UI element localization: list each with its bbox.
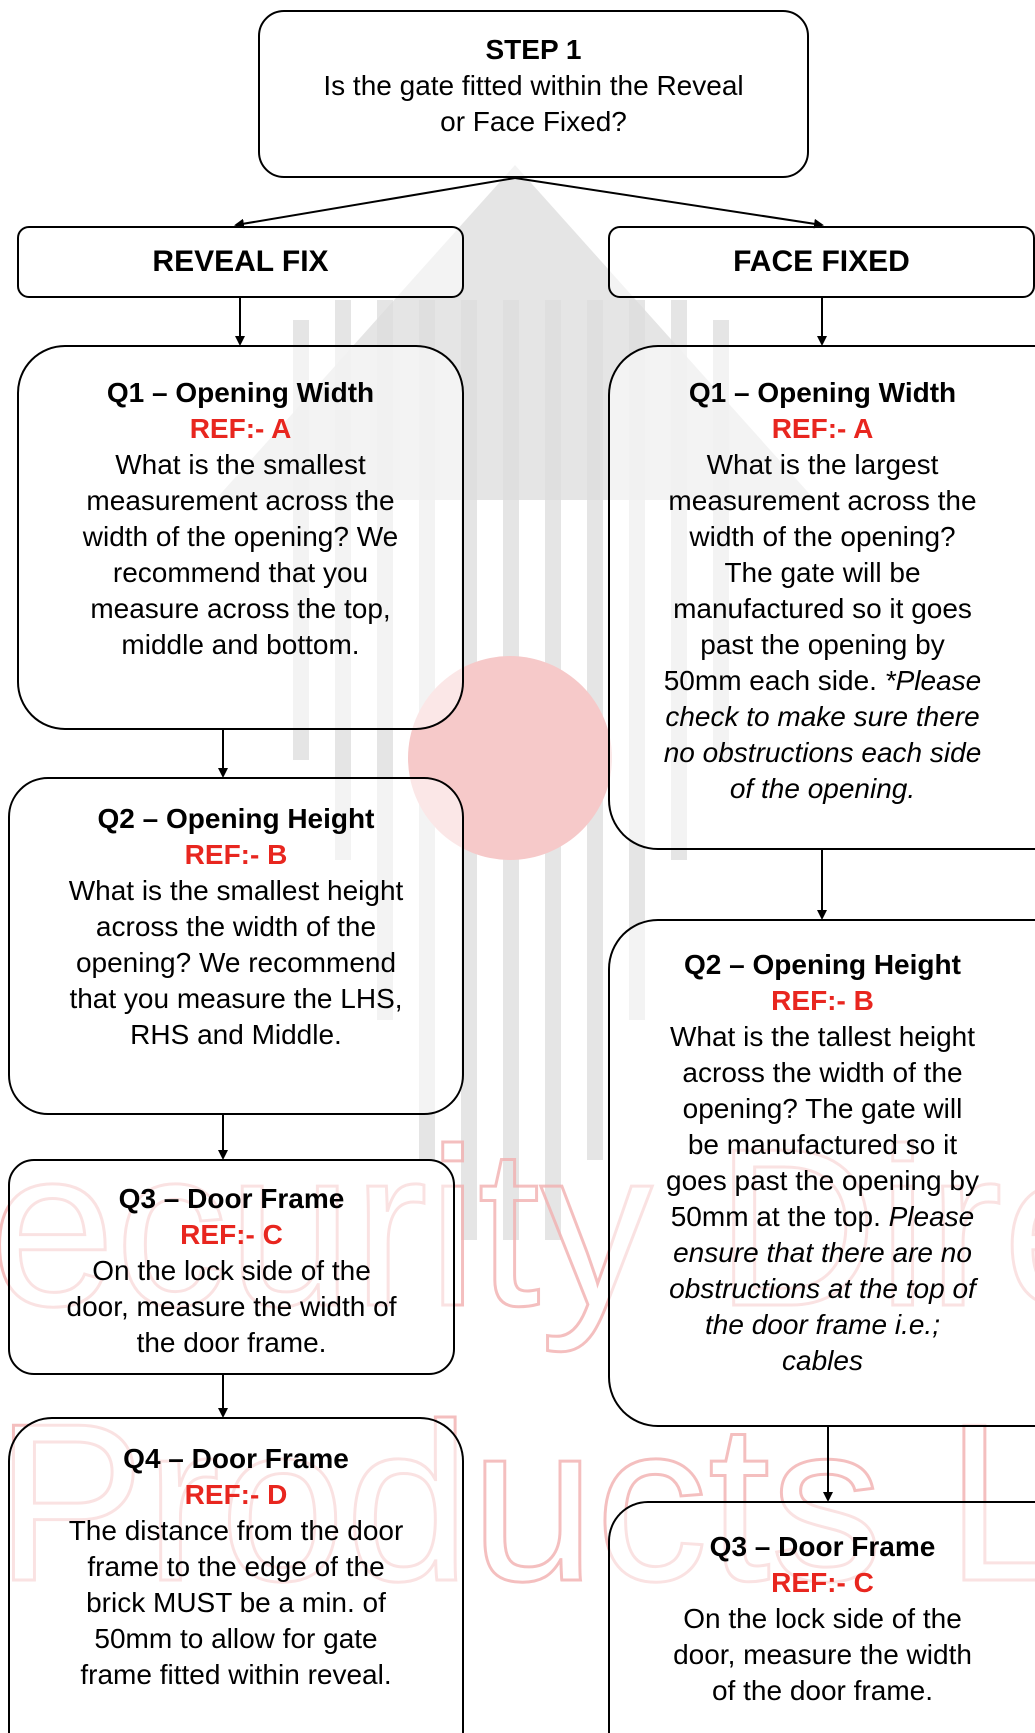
- right-q1-box: Q1 – Opening Width REF:- A What is the l…: [608, 345, 1035, 850]
- left-q2-box: Q2 – Opening Height REF:- B What is the …: [8, 777, 464, 1115]
- right-q2-box: Q2 – Opening Height REF:- B What is the …: [608, 919, 1035, 1427]
- left-q1-line: recommend that you: [112, 557, 369, 588]
- face-fixed-header: FACE FIXED: [608, 226, 1035, 298]
- left-q4-box: Q4 – Door Frame REF:- D The distance fro…: [8, 1417, 464, 1733]
- right-q2-line6: 50mm at the top.: [670, 1201, 889, 1232]
- step1-line2: or Face Fixed?: [440, 106, 627, 137]
- right-q2-ref: REF:- B: [771, 985, 874, 1016]
- left-q1-line: width of the opening? We: [82, 521, 399, 552]
- right-q1-italic-line: check to make sure there: [610, 699, 1035, 735]
- right-q1-line: width of the opening?: [689, 521, 956, 552]
- right-q2-italic-line: ensure that there are no: [610, 1235, 1035, 1271]
- left-q4-line: The distance from the door: [68, 1515, 404, 1546]
- left-q4-line: 50mm to allow for gate: [94, 1623, 378, 1654]
- left-q4-title: Q4 – Door Frame: [123, 1443, 349, 1474]
- left-q4-line: frame fitted within reveal.: [80, 1659, 392, 1690]
- step1-line1: Is the gate fitted within the Reveal: [323, 70, 744, 101]
- right-q1-italic-text: of the opening.: [729, 773, 916, 804]
- left-q4-line: brick MUST be a min. of: [86, 1587, 386, 1618]
- left-q3-title: Q3 – Door Frame: [118, 1183, 345, 1214]
- right-q1-line7-italic: *Please: [884, 665, 982, 696]
- right-q2-line: opening? The gate will: [682, 1093, 963, 1124]
- face-fixed-label: FACE FIXED: [733, 245, 910, 278]
- left-q2-ref: REF:- B: [184, 839, 288, 870]
- right-q2-italic-text: obstructions at the top of: [669, 1273, 976, 1304]
- right-q1-line: What is the largest: [706, 449, 939, 480]
- right-q1-italic-text: no obstructions each side: [663, 737, 982, 768]
- left-q1-ref: REF:- A: [189, 413, 292, 444]
- left-q1-title: Q1 – Opening Width: [106, 377, 375, 408]
- right-q1-line: past the opening by: [700, 629, 945, 660]
- right-q1-line: measurement across the: [668, 485, 977, 516]
- right-q1-line-mixed: 50mm each side. *Please: [610, 663, 1035, 699]
- step1-box: STEP 1 Is the gate fitted within the Rev…: [258, 10, 809, 178]
- right-q2-italic-text: the door frame i.e.;: [704, 1309, 940, 1340]
- left-q2-line: across the width of the: [95, 911, 377, 942]
- reveal-fix-header: REVEAL FIX: [17, 226, 464, 298]
- right-q2-italic-text: ensure that there are no: [673, 1237, 972, 1268]
- step1-title: STEP 1: [485, 34, 582, 65]
- left-q1-line: measure across the top,: [90, 593, 391, 624]
- right-q1-italic-line: of the opening.: [610, 771, 1035, 807]
- left-q3-line: door, measure the width of: [66, 1291, 397, 1322]
- right-q2-italic-text: cables: [782, 1345, 863, 1376]
- right-q1-italic-text: check to make sure there: [665, 701, 980, 732]
- left-q2-title: Q2 – Opening Height: [97, 803, 375, 834]
- right-q3-box: Q3 – Door Frame REF:- C On the lock side…: [608, 1501, 1035, 1733]
- left-q1-line: middle and bottom.: [121, 629, 360, 660]
- right-q2-line6-italic: Please: [888, 1201, 975, 1232]
- right-q3-title: Q3 – Door Frame: [709, 1531, 936, 1562]
- right-q1-italic-line: no obstructions each side: [610, 735, 1035, 771]
- right-q1-line: manufactured so it goes: [673, 593, 972, 624]
- right-q3-line: of the door frame.: [711, 1675, 933, 1706]
- right-q2-line: be manufactured so it: [687, 1129, 958, 1160]
- right-q2-line: What is the tallest height: [669, 1021, 976, 1052]
- right-q2-title: Q2 – Opening Height: [684, 949, 961, 980]
- arrow-step1-to-face: [514, 177, 824, 229]
- right-q2-italic-line: cables: [610, 1343, 1035, 1379]
- right-q3-line: On the lock side of the: [683, 1603, 962, 1634]
- left-q2-line: that you measure the LHS,: [69, 983, 403, 1014]
- right-q1-line7: 50mm each side.: [663, 665, 885, 696]
- left-q4-ref: REF:- D: [184, 1479, 288, 1510]
- left-q3-ref: REF:- C: [180, 1219, 283, 1250]
- right-q2-line-mixed: 50mm at the top. Please: [610, 1199, 1035, 1235]
- right-q1-ref: REF:- A: [771, 413, 874, 444]
- right-q2-italic-line: obstructions at the top of: [610, 1271, 1035, 1307]
- right-q3-line: door, measure the width: [673, 1639, 972, 1670]
- left-q3-line: On the lock side of the: [92, 1255, 371, 1286]
- right-q1-line: The gate will be: [724, 557, 921, 588]
- left-q3-line: the door frame.: [136, 1327, 327, 1358]
- reveal-fix-label: REVEAL FIX: [152, 245, 329, 278]
- left-q2-line: What is the smallest height: [68, 875, 404, 906]
- right-q1-title: Q1 – Opening Width: [688, 377, 957, 408]
- left-q1-line: What is the smallest: [115, 449, 366, 480]
- right-q2-line: goes past the opening by: [666, 1165, 979, 1196]
- right-q3-ref: REF:- C: [771, 1567, 874, 1598]
- left-q4-line: frame to the edge of the: [87, 1551, 385, 1582]
- arrow-step1-to-reveal: [234, 177, 516, 229]
- right-q2-italic-line: the door frame i.e.;: [610, 1307, 1035, 1343]
- right-q2-line: across the width of the: [682, 1057, 963, 1088]
- left-q3-box: Q3 – Door Frame REF:- C On the lock side…: [8, 1159, 455, 1375]
- left-q2-line: RHS and Middle.: [130, 1019, 342, 1050]
- left-q1-box: Q1 – Opening Width REF:- A What is the s…: [17, 345, 464, 730]
- left-q2-line: opening? We recommend: [75, 947, 397, 978]
- left-q1-line: measurement across the: [86, 485, 395, 516]
